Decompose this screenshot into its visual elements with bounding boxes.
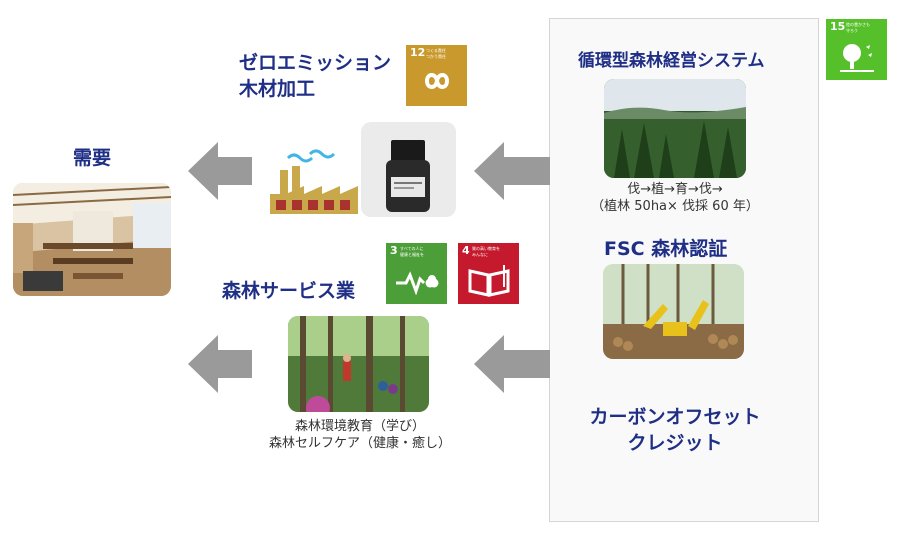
forest-service-caption: 森林環境教育（学び） 森林セルフケア（健康・癒し）	[250, 418, 470, 452]
tree-icon	[840, 44, 874, 72]
forest-therapy-photo	[288, 316, 429, 412]
sdg-goal-4-text-1: 質の高い教育を	[472, 246, 500, 251]
education-caption: 森林環境教育（学び）	[294, 419, 425, 434]
zero-emission-heading-line1: ゼロエミッション	[239, 52, 392, 74]
fsc-harvest-photo	[603, 264, 744, 359]
sdg-goal-3-text-2: 健康と福祉を	[400, 252, 424, 257]
fsc-heading: FSC 森林認証	[604, 238, 728, 260]
selfcare-caption: 森林セルフケア（健康・癒し）	[268, 436, 451, 451]
essential-oil-photo	[361, 122, 456, 217]
sdg-goal-4-badge: 4 質の高い教育を みんなに	[458, 243, 519, 304]
carbon-offset-heading-line2: クレジット	[627, 432, 723, 454]
zero-emission-heading-line2: 木材加工	[239, 78, 316, 100]
sdg-goal-4-number: 4	[462, 244, 470, 257]
sdg-goal-12-number: 12	[410, 46, 426, 59]
cycle-caption-line2: （植林 50ha× 伐採 60 年）	[591, 199, 759, 214]
zero-emission-heading: ゼロエミッション 木材加工	[239, 50, 391, 102]
cycle-caption: 伐→植→育→伐→ （植林 50ha× 伐採 60 年）	[585, 181, 765, 215]
cycle-caption-line1: 伐→植→育→伐→	[627, 182, 723, 197]
sdg-goal-15-number: 15	[830, 20, 846, 33]
heartbeat-icon	[396, 271, 439, 295]
managed-forest-photo	[604, 79, 746, 178]
sdg-goal-15-text-1: 陸の豊かさも	[846, 22, 870, 27]
sdg-goal-3-badge: 3 すべての人に 健康と福祉を	[386, 243, 447, 304]
sdg-goal-12-text-1: つくる責任	[426, 48, 446, 53]
book-icon	[468, 265, 510, 297]
demand-heading: 需要	[73, 147, 112, 169]
factory-icon	[270, 148, 358, 216]
arrow-service-to-demand	[188, 335, 252, 393]
sdg-goal-12-text-2: つかう責任	[426, 54, 446, 59]
sdg-goal-3-number: 3	[390, 244, 398, 257]
arrow-oil-to-demand	[188, 142, 252, 200]
infinity-icon	[424, 73, 450, 89]
sdg-goal-3-text-1: すべての人に	[400, 246, 424, 251]
circular-forest-heading: 循環型森林経営システム	[578, 51, 765, 71]
sdg-goal-15-badge: 15 陸の豊かさも 守ろう	[826, 19, 887, 80]
sdg-goal-15-text-2: 守ろう	[846, 28, 858, 33]
forest-service-heading: 森林サービス業	[222, 280, 356, 302]
carbon-offset-heading: カーボンオフセット クレジット	[580, 404, 770, 456]
cafe-interior-photo	[13, 183, 171, 296]
arrow-forest-to-processing	[474, 142, 550, 200]
carbon-offset-heading-line1: カーボンオフセット	[589, 406, 761, 428]
sdg-goal-4-text-2: みんなに	[472, 252, 488, 257]
arrow-forest-to-service	[474, 335, 550, 393]
sdg-goal-12-badge: 12 つくる責任 つかう責任	[406, 45, 467, 106]
